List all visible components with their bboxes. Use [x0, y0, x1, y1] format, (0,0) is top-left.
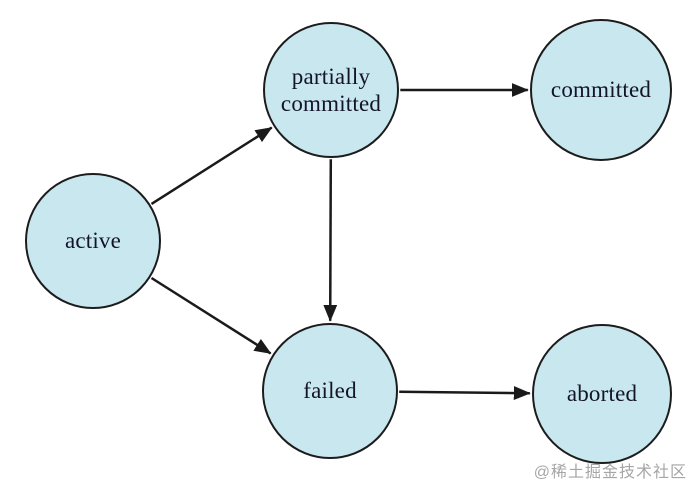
state-node-committed: committed [530, 19, 672, 161]
state-node-partially_committed: partially committed [263, 22, 399, 158]
state-label-aborted: aborted [566, 381, 638, 407]
state-label-active: active [64, 228, 122, 254]
state-label-partially_committed: partially committed [280, 63, 382, 116]
state-node-aborted: aborted [532, 324, 672, 464]
state-node-failed: failed [262, 323, 398, 459]
edge-active-to-failed [150, 276, 272, 355]
watermark: @稀土掘金技术社区 [533, 464, 687, 481]
state-label-failed: failed [303, 378, 357, 404]
edge-partially_committed-to-failed [323, 159, 338, 322]
edge-active-to-partially_committed [150, 126, 273, 205]
edge-failed-to-aborted [399, 386, 531, 401]
state-node-active: active [25, 173, 161, 309]
state-label-committed: committed [550, 77, 652, 103]
